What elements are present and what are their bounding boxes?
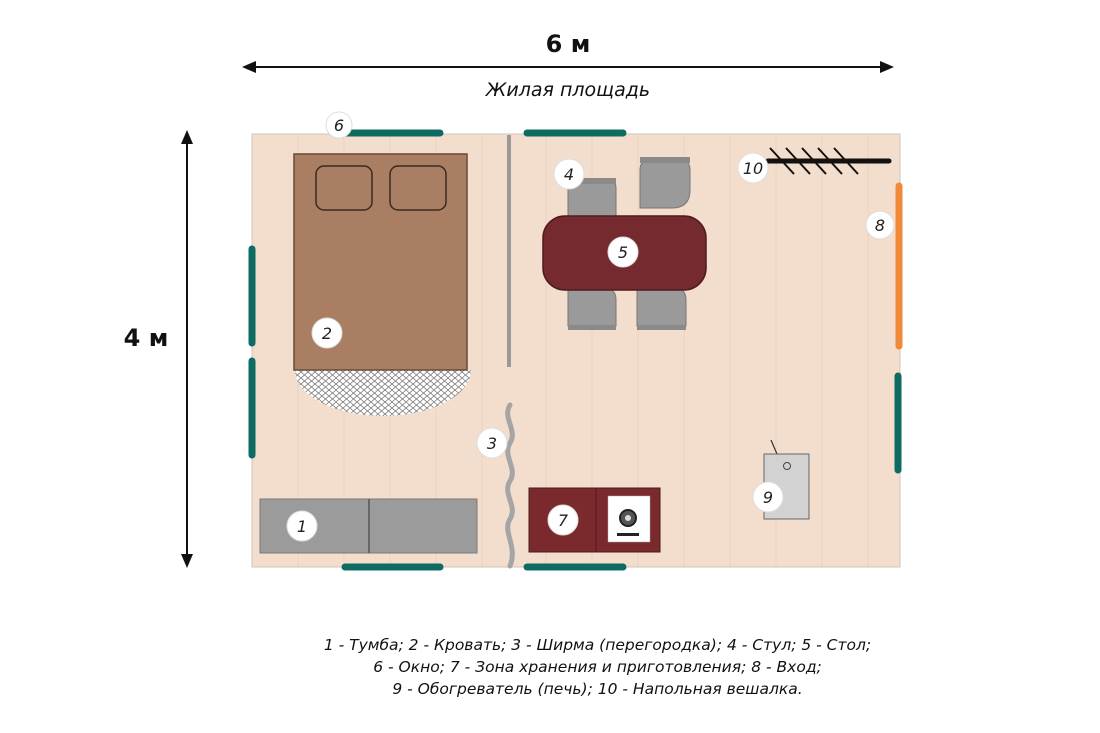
- marker-10: 10: [737, 152, 769, 184]
- width-dimension-arrow: [242, 61, 894, 73]
- svg-text:2: 2: [322, 324, 332, 343]
- height-label: 4 м: [124, 324, 169, 352]
- pillow-left: [315, 165, 373, 211]
- svg-text:8: 8: [875, 216, 885, 235]
- svg-text:3: 3: [487, 434, 497, 453]
- svg-text:9: 9: [763, 488, 773, 507]
- marker-8: 8: [865, 210, 895, 240]
- legend-line-2: 6 - Окно; 7 - Зона хранения и приготовле…: [373, 658, 822, 676]
- legend-line-1: 1 - Тумба; 2 - Кровать; 3 - Ширма (перег…: [323, 636, 872, 654]
- legend: 1 - Тумба; 2 - Кровать; 3 - Ширма (перег…: [200, 634, 995, 700]
- storage-cooking-zone: [528, 487, 661, 553]
- height-dimension-arrow: [181, 130, 193, 568]
- marker-5: 5: [607, 236, 639, 268]
- pillow-right: [389, 165, 447, 211]
- legend-line-3: 9 - Обогреватель (печь); 10 - Напольная …: [392, 680, 803, 698]
- rug: [295, 370, 471, 416]
- svg-text:5: 5: [618, 243, 628, 262]
- svg-text:7: 7: [558, 511, 569, 530]
- marker-9: 9: [752, 481, 784, 513]
- subtitle: Жилая площадь: [485, 79, 650, 101]
- chairs: [567, 157, 691, 330]
- chair-bottom-right: [636, 284, 687, 330]
- marker-1: 1: [286, 510, 318, 542]
- partition-wall: [507, 135, 511, 367]
- chair-top-right: [639, 157, 691, 209]
- marker-7: 7: [547, 504, 579, 536]
- svg-text:6: 6: [334, 116, 344, 135]
- coat-rack: [765, 147, 892, 175]
- svg-text:10: 10: [743, 159, 763, 178]
- svg-text:4: 4: [564, 165, 574, 184]
- marker-6: 6: [325, 111, 353, 139]
- screen-partition: [505, 402, 515, 569]
- svg-text:1: 1: [297, 517, 307, 536]
- marker-4: 4: [553, 158, 585, 190]
- windows: [248, 129, 902, 571]
- width-label: 6 м: [546, 30, 591, 58]
- marker-2: 2: [311, 317, 343, 349]
- marker-3: 3: [476, 427, 508, 459]
